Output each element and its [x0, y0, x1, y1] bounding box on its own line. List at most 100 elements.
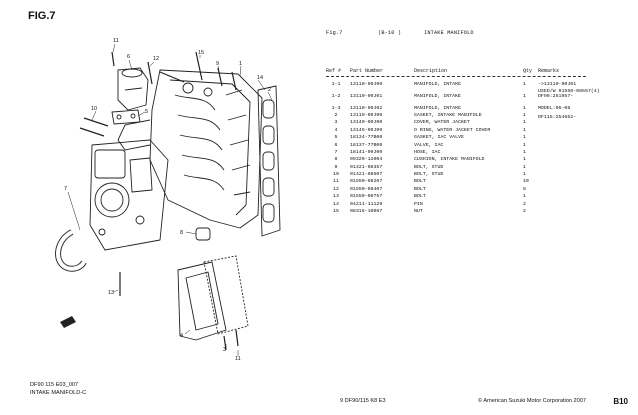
description-cell: BOLT, STUD [414, 164, 444, 170]
part-number-cell: 13119-90J00 [350, 112, 383, 118]
description-cell: BOLT [414, 179, 426, 185]
description-cell: HOSE, IAC [414, 149, 441, 155]
qty-cell: 1 [523, 82, 526, 87]
ref-cell: 9 [334, 164, 338, 170]
part-number-cell: 13110-90J02 [350, 105, 383, 111]
description-cell: GASKET, INTAKE MANIFOLD [414, 112, 482, 118]
qty-cell: 1 [523, 93, 526, 99]
description-cell: MANIFOLD, INTAKE [414, 82, 461, 87]
part-number-cell: 13140-90J00 [350, 120, 383, 126]
callout-label: 11 [113, 38, 119, 44]
qty-cell: 1 [523, 172, 526, 178]
description-cell: GASKET, IAC VALVE [414, 135, 464, 141]
qty-cell: 1 [523, 149, 526, 155]
footer-copyright: © American Suzuki Motor Corporation 2007 [478, 398, 586, 404]
description-cell: NUT [414, 209, 423, 215]
header-fig: Fig.7 [326, 30, 343, 36]
qty-cell: 8 [523, 186, 526, 192]
callout-label: 4 [180, 333, 183, 339]
description-cell: COVER, WATER JACKET [414, 120, 470, 126]
part-number-cell: 01550-08407 [350, 186, 383, 192]
header-code: (B-10 ) [378, 30, 402, 36]
part-number-cell: 01550-08207 [350, 179, 383, 185]
description-cell: MANIFOLD, INTAKE [414, 93, 461, 99]
part-number-cell: 01421-08357 [350, 164, 383, 170]
qty-cell: 1 [523, 142, 526, 148]
qty-cell: 1 [523, 112, 526, 118]
remarks-cell: ->13110-90J01 [538, 82, 577, 87]
qty-cell: 2 [523, 209, 526, 215]
part-number-cell: 13110-90J00 [350, 82, 383, 87]
ref-cell: 11 [333, 179, 339, 185]
table-row: 1-1 13110-90J00 MANIFOLD, INTAKE 1 ->13110-9… [326, 81, 606, 88]
description-cell: MANIFOLD, INTAKE [414, 105, 461, 111]
header-divider [326, 76, 586, 77]
ref-cell: 3 [334, 120, 338, 126]
part-number-cell: 01421-08507 [350, 172, 383, 178]
ref-cell: 12 [333, 186, 339, 192]
column-remarks: Remarks [538, 68, 560, 74]
callout-label: 14 [257, 75, 263, 81]
callout-label: 9 [216, 61, 219, 67]
part-number-cell: 13145-90J00 [350, 127, 383, 133]
iac-gasket-part [111, 109, 141, 125]
description-cell: BOLT [414, 194, 426, 200]
qty-cell: 1 [523, 120, 526, 126]
remark-note: DF115:254652- [538, 115, 577, 120]
qty-cell: 2 [523, 201, 526, 207]
qty-cell: 1 [523, 127, 526, 133]
callout-label: 15 [198, 50, 204, 56]
part-number-cell: 08316-10087 [350, 209, 383, 215]
qty-cell: 1 [523, 164, 526, 170]
description-cell: CUSHION, INTAKE MANIFOLD [414, 157, 485, 163]
description-cell: VALVE, IAC [414, 142, 444, 148]
part-number-cell: 18141-90J00 [350, 149, 383, 155]
column-ref: Ref # [326, 68, 342, 74]
callout-label: 10 [91, 106, 97, 112]
table-row: 4 13145-90J00 O RING, WATER JACKET COVER 1 [326, 127, 606, 134]
ref-cell: 1-2 [331, 93, 341, 99]
ref-cell: 14 [333, 201, 339, 207]
qty-cell: 1 [523, 157, 526, 163]
description-cell: PIN [414, 201, 423, 207]
remark-note: USED/W 01550-08557(4) [538, 89, 600, 94]
part-number-cell: 18134-77B00 [350, 135, 383, 141]
ref-cell: 1-3 [331, 105, 341, 111]
remarks-cell: MODEL:05-08 [538, 105, 571, 111]
footer-section: INTAKE MANIFOLD-C [30, 390, 87, 396]
column-part-number: Part Number [350, 68, 384, 74]
ref-cell: 10 [333, 172, 339, 178]
front-direction-icon [60, 316, 76, 328]
intake-manifold-part [117, 69, 263, 229]
ref-cell: 4 [334, 127, 338, 133]
page-number: B10 [613, 397, 628, 406]
header-title: INTAKE MANIFOLD [424, 30, 474, 36]
part-number-cell: 13110-90J01 [350, 93, 383, 99]
part-number-cell: 01550-08757 [350, 194, 383, 200]
ref-cell: 13 [333, 194, 339, 200]
callout-label: 1 [239, 61, 242, 67]
iac-hose-part [55, 229, 87, 272]
iac-valve-part [117, 67, 149, 111]
figure-label: FIG.7 [28, 10, 56, 22]
ref-cell: 1-1 [331, 82, 341, 87]
description-cell: O RING, WATER JACKET COVER [414, 127, 491, 133]
ref-cell: 5 [334, 135, 338, 141]
o-ring-part [203, 255, 249, 335]
ref-cell: 8 [334, 157, 338, 163]
cushion-part [195, 227, 211, 241]
callout-label: 13 [108, 290, 114, 296]
